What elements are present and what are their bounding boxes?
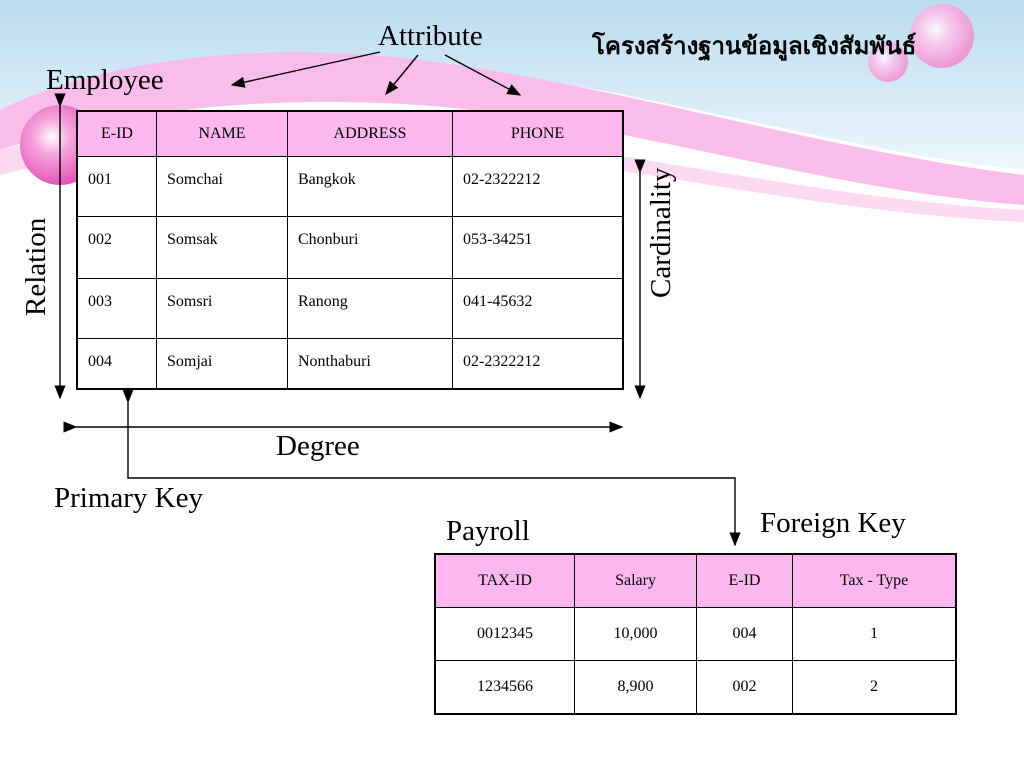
table-cell: 002 — [696, 660, 793, 715]
table-cell: 8,900 — [574, 660, 697, 715]
table-cell: Chonburi — [287, 216, 453, 279]
table-cell: 002 — [76, 216, 157, 279]
table-cell: 02-2322212 — [452, 156, 624, 217]
foreign-key-label: Foreign Key — [760, 507, 906, 539]
table-row: 001 Somchai Bangkok 02-2322212 — [76, 156, 624, 217]
table-cell: 1 — [792, 607, 957, 661]
table-row: 003 Somsri Ranong 041-45632 — [76, 278, 624, 339]
table-cell: Somchai — [156, 156, 288, 217]
column-header: NAME — [156, 110, 288, 157]
table-row: 0012345 10,000 004 1 — [434, 607, 957, 661]
employee-header-row: E-ID NAME ADDRESS PHONE — [76, 110, 624, 157]
table-cell: 02-2322212 — [452, 338, 624, 389]
column-header: E-ID — [76, 110, 157, 157]
primary-key-label: Primary Key — [54, 482, 203, 514]
column-header: Tax - Type — [792, 553, 957, 608]
column-header: ADDRESS — [287, 110, 453, 157]
column-header: Salary — [574, 553, 697, 608]
table-cell: 004 — [76, 338, 157, 389]
table-cell: Nonthaburi — [287, 338, 453, 389]
table-cell: 003 — [76, 278, 157, 339]
relation-label: Relation — [20, 217, 52, 316]
column-header: PHONE — [452, 110, 624, 157]
employee-label: Employee — [46, 64, 164, 96]
payroll-table: TAX-ID Salary E-ID Tax - Type 0012345 10… — [434, 553, 957, 715]
table-cell: 004 — [696, 607, 793, 661]
table-row: 1234566 8,900 002 2 — [434, 660, 957, 715]
table-cell: Somjai — [156, 338, 288, 389]
table-cell: Ranong — [287, 278, 453, 339]
table-cell: 041-45632 — [452, 278, 624, 339]
table-cell: Somsak — [156, 216, 288, 279]
table-row: 002 Somsak Chonburi 053-34251 — [76, 216, 624, 279]
column-header: TAX-ID — [434, 553, 575, 608]
degree-label: Degree — [276, 430, 360, 462]
table-cell: Bangkok — [287, 156, 453, 217]
table-cell: Somsri — [156, 278, 288, 339]
payroll-header-row: TAX-ID Salary E-ID Tax - Type — [434, 553, 957, 608]
cardinality-label: Cardinality — [645, 167, 677, 298]
slide-title: โครงสร้างฐานข้อมูลเชิงสัมพันธ์ — [592, 32, 917, 60]
employee-table: E-ID NAME ADDRESS PHONE 001 Somchai Bang… — [76, 110, 624, 390]
attribute-label: Attribute — [378, 20, 483, 52]
table-cell: 0012345 — [434, 607, 575, 661]
table-cell: 053-34251 — [452, 216, 624, 279]
payroll-label: Payroll — [446, 515, 530, 547]
table-cell: 001 — [76, 156, 157, 217]
table-cell: 10,000 — [574, 607, 697, 661]
table-row: 004 Somjai Nonthaburi 02-2322212 — [76, 338, 624, 389]
table-cell: 1234566 — [434, 660, 575, 715]
table-cell: 2 — [792, 660, 957, 715]
column-header: E-ID — [696, 553, 793, 608]
